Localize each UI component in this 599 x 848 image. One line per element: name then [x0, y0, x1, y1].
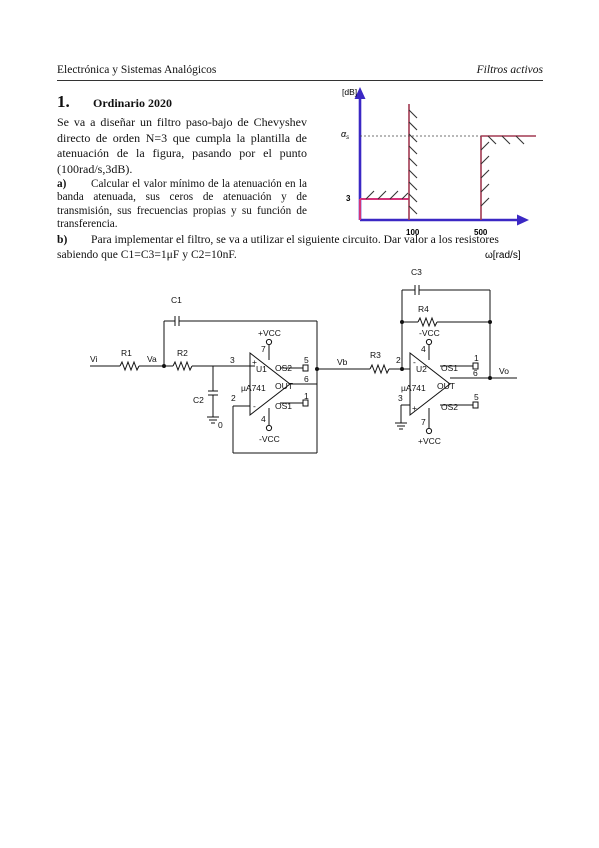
- label-u1-pin6: 6: [304, 374, 309, 384]
- hatching: [365, 109, 525, 215]
- label-u1-pin7: 7: [261, 344, 266, 354]
- label-r2: R2: [177, 348, 188, 358]
- label-r4: R4: [418, 304, 429, 314]
- opamp-u1: [249, 351, 291, 417]
- label-u2-pin1: 1: [474, 353, 479, 363]
- node-u2-out: [488, 320, 492, 324]
- label-u2-minus: -: [413, 357, 416, 367]
- label-u2-pin3: 3: [398, 393, 403, 403]
- label-vb: Vb: [337, 357, 348, 367]
- label-u1-vcc-pos: +VCC: [258, 328, 281, 338]
- resistor-r2: [172, 360, 193, 372]
- node-u2-inv: [400, 367, 404, 371]
- label-u2-pin2: 2: [396, 355, 401, 365]
- part-b-label: b): [57, 233, 68, 246]
- problem-number: 1.: [57, 92, 70, 111]
- problem-intro: Se va a diseñar un filtro paso-bajo de C…: [57, 115, 307, 176]
- resistor-r4: [417, 316, 438, 328]
- node-u2-feedback: [400, 320, 404, 324]
- part-a-label: a): [57, 178, 67, 190]
- node-u1-out: [315, 367, 319, 371]
- label-u2-os1: OS1: [441, 363, 458, 373]
- part-b: b)Para implementar el filtro, se va a ut…: [57, 233, 532, 262]
- label-u1-os1: OS1: [275, 401, 292, 411]
- label-u2: U2: [416, 364, 427, 374]
- passband-boundary: [359, 198, 409, 220]
- page-header: Electrónica y Sistemas Analógicos Filtro…: [57, 64, 543, 76]
- label-u2-pin4: 4: [421, 344, 426, 354]
- stopband-boundary: [408, 104, 536, 220]
- label-u2-vcc-pos: +VCC: [418, 436, 441, 446]
- y-unit-label: [dB]: [342, 87, 357, 97]
- label-u2-vcc-neg: -VCC: [419, 328, 440, 338]
- problem-title: Ordinario 2020: [93, 96, 173, 110]
- label-u1-pin4: 4: [261, 414, 266, 424]
- label-r3: R3: [370, 350, 381, 360]
- plot-axes: [354, 87, 529, 226]
- label-u2-pin5: 5: [474, 392, 479, 402]
- label-c2: C2: [193, 395, 204, 405]
- opamp-u2: [409, 351, 451, 417]
- label-u1-pin5: 5: [304, 355, 309, 365]
- label-u2-model: µA741: [401, 383, 426, 393]
- label-ground-0: 0: [218, 420, 223, 430]
- resistor-r3: [369, 363, 390, 375]
- node-va: [162, 364, 166, 368]
- label-vo: Vo: [499, 366, 509, 376]
- header-topic: Filtros activos: [476, 64, 543, 76]
- label-u1: U1: [256, 364, 267, 374]
- label-c1: C1: [171, 295, 182, 305]
- part-b-text: Para implementar el filtro, se va a util…: [57, 233, 499, 261]
- label-u1-pin1: 1: [304, 391, 309, 401]
- node-vo: [488, 376, 492, 380]
- label-r1: R1: [121, 348, 132, 358]
- label-u1-pin3: 3: [230, 355, 235, 365]
- x-tick-100: 100: [406, 228, 420, 237]
- part-a-text: Calcular el valor mínimo de la atenuació…: [57, 178, 307, 231]
- label-vi: Vi: [90, 354, 98, 364]
- attenuation-template-plot: [dB] αs 3 100 500 ω[rad/s]: [341, 87, 536, 261]
- label-u2-pin6: 6: [473, 368, 478, 378]
- part-a: a)Calcular el valor mínimo de la atenuac…: [57, 178, 307, 232]
- omega-axis-label: ω[rad/s]: [485, 250, 521, 261]
- label-u2-pin7: 7: [421, 417, 426, 427]
- label-u2-out: OUT: [437, 381, 455, 391]
- resistor-r1: [119, 360, 140, 372]
- circuit-schematic: Vi R1 Va R2 C1 C2 0 +VCC -VCC U1 µA741 O…: [90, 267, 517, 454]
- label-u1-out: OUT: [275, 381, 293, 391]
- label-u1-plus: +: [252, 357, 257, 367]
- label-u1-pin2: 2: [231, 393, 236, 403]
- label-c3: C3: [411, 267, 422, 277]
- label-u2-plus: +: [412, 403, 417, 413]
- label-u1-vcc-neg: -VCC: [259, 434, 280, 444]
- label-u1-model: µA741: [241, 383, 266, 393]
- label-u2-os2: OS2: [441, 402, 458, 412]
- label-va: Va: [147, 354, 157, 364]
- x-tick-500: 500: [474, 228, 488, 237]
- label-u1-minus: -: [253, 401, 256, 411]
- alpha-s-label: αs: [341, 129, 349, 141]
- header-rule: [57, 80, 543, 81]
- y-tick-3: 3: [346, 194, 351, 203]
- label-u1-os2: OS2: [275, 363, 292, 373]
- header-course: Electrónica y Sistemas Analógicos: [57, 64, 217, 76]
